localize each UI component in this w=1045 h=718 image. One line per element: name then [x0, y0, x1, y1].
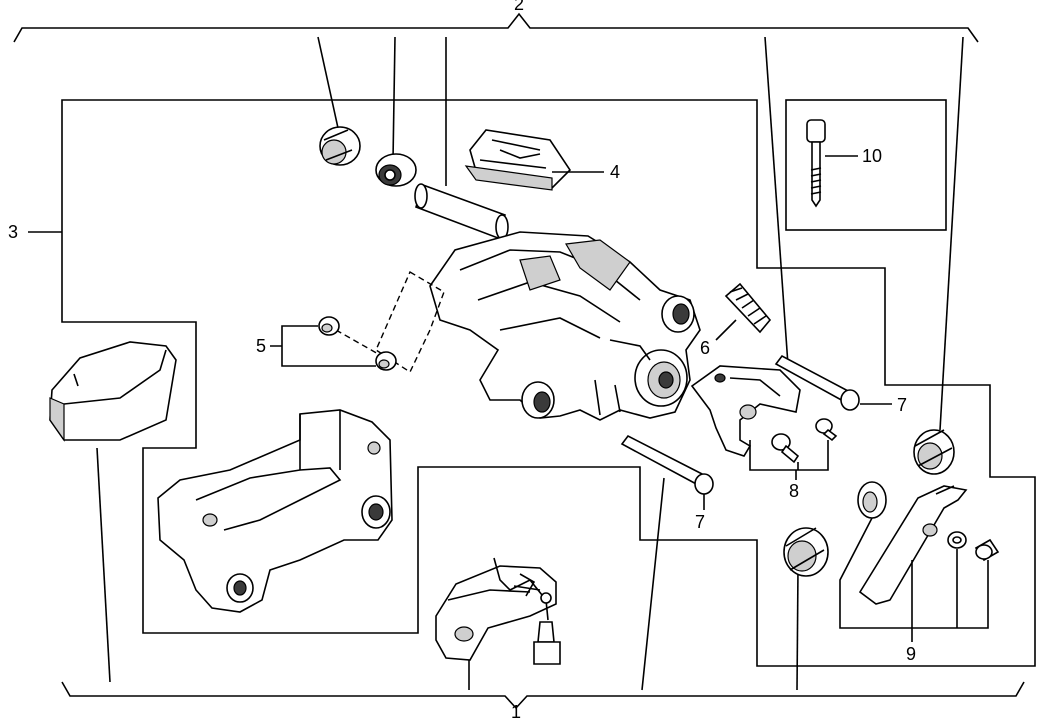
guide-bolt-part-7a: 7 [774, 354, 907, 415]
bolt-part-8: 8 [749, 418, 838, 501]
guide-bolt-part-7b: 7 [620, 434, 714, 532]
brake-pad-outer-part [49, 341, 177, 442]
callout-5: 5 [256, 336, 266, 356]
guide-sleeve-part [414, 183, 509, 240]
group-3-outline [61, 99, 1036, 667]
bolt-10-box [785, 99, 947, 231]
cap-part-upper [913, 429, 955, 475]
bolt-part-10: 10 [806, 119, 882, 208]
caliper-bracket-part [157, 409, 393, 613]
dust-boot-part [319, 126, 361, 166]
spring-part-6: 6 [700, 282, 772, 358]
caliper-housing-part [429, 231, 701, 421]
callout-6: 6 [700, 338, 710, 358]
callout-8: 8 [789, 481, 799, 501]
callout-7-lower: 7 [695, 512, 705, 532]
bleeder-screw-part-5: 5 [256, 270, 445, 374]
bracket-group-2: 2 [13, 0, 979, 43]
leaders-top [317, 36, 964, 431]
brake-pad-inner-part [435, 557, 561, 665]
callout-9: 9 [906, 644, 916, 664]
callout-10: 10 [862, 146, 882, 166]
callout-4: 4 [610, 162, 620, 182]
cap-part-lower [783, 527, 829, 577]
callout-7-upper: 7 [897, 395, 907, 415]
lever-assembly-part-9: 9 [839, 481, 1000, 664]
callout-2: 2 [514, 0, 524, 14]
leaders-bottom [96, 447, 799, 691]
clip-part-4: 4 [464, 129, 620, 191]
seal-ring-part [375, 153, 417, 187]
lever-bracket-part [690, 365, 801, 457]
bracket-group-1: 1 [61, 681, 1025, 718]
callout-3: 3 [8, 222, 18, 242]
callout-1: 1 [511, 702, 521, 718]
